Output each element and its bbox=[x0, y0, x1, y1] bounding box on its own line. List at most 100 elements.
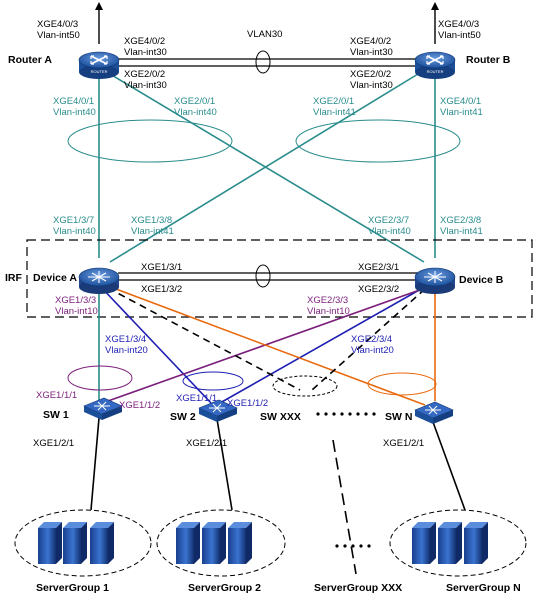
server-group-n-boundary bbox=[389, 509, 527, 577]
server-group-n-label: ServerGroup N bbox=[446, 582, 521, 594]
router-a-label: Router A bbox=[8, 54, 52, 66]
link-deviceB-sw1 bbox=[107, 286, 429, 402]
device-a-down1-vlan: Vlan-int10 bbox=[55, 306, 98, 317]
link-swXXX-groupXXX bbox=[332, 439, 357, 575]
irf-boundary bbox=[26, 239, 533, 318]
device-b-icon bbox=[414, 267, 456, 294]
sw1-down-port: XGE1/2/1 bbox=[33, 438, 74, 449]
router-a-top-port: XGE4/0/2 bbox=[124, 36, 165, 47]
svg-text:ROUTER: ROUTER bbox=[91, 69, 108, 74]
more-switches-dots bbox=[316, 412, 376, 416]
device-b-up1-vlan: Vlan-int40 bbox=[368, 226, 411, 237]
device-b-up2-port: XGE2/3/8 bbox=[440, 215, 481, 226]
vlan10-ring-sw1 bbox=[67, 365, 133, 391]
router-a-icon: ROUTER bbox=[78, 51, 120, 79]
server-group-2-servers bbox=[176, 522, 252, 564]
router-a-uplink-arrow bbox=[95, 2, 103, 10]
device-a-down2-port: XGE1/3/4 bbox=[105, 334, 146, 345]
sw2-down-port: XGE1/2/1 bbox=[186, 438, 227, 449]
router-a-bot-vlan: Vlan-int30 bbox=[124, 80, 167, 91]
router-a-up-port: XGE4/0/3 bbox=[37, 19, 78, 30]
switch-sw2-icon bbox=[198, 399, 238, 422]
router-b-top-vlan: Vlan-int30 bbox=[350, 47, 393, 58]
device-b-label: Device B bbox=[459, 274, 504, 286]
router-b-top-port: XGE4/0/2 bbox=[350, 36, 391, 47]
link-deviceB-swXXX bbox=[311, 288, 426, 391]
router-a-down1-vlan: Vlan-int40 bbox=[53, 107, 96, 118]
device-a-up2-vlan: Vlan-int41 bbox=[131, 226, 174, 237]
server-group-1-label: ServerGroup 1 bbox=[36, 582, 109, 594]
link-deviceA-sw2 bbox=[98, 284, 212, 404]
server-group-1-boundary bbox=[14, 509, 152, 577]
device-b-up2-vlan: Vlan-int41 bbox=[440, 226, 483, 237]
link-routerB-deviceA bbox=[109, 73, 419, 263]
router-aggregation-ring bbox=[255, 50, 271, 74]
sw1-label: SW 1 bbox=[43, 409, 69, 421]
router-b-down1-port: XGE2/0/1 bbox=[313, 96, 354, 107]
sw1-port2: XGE1/1/2 bbox=[119, 400, 160, 411]
device-a-down2-vlan: Vlan-int20 bbox=[105, 345, 148, 356]
router-a-bot-port: XGE2/0/2 bbox=[124, 69, 165, 80]
router-b-down1-vlan: Vlan-int41 bbox=[313, 107, 356, 118]
server-group-xxx-label: ServerGroup XXX bbox=[314, 582, 402, 594]
router-b-label: Router B bbox=[466, 54, 511, 66]
device-a-up1-vlan: Vlan-int40 bbox=[53, 226, 96, 237]
device-a-up1-port: XGE1/3/7 bbox=[53, 215, 94, 226]
link-deviceB-sw2 bbox=[219, 284, 429, 404]
router-b-bot-vlan: Vlan-int30 bbox=[350, 80, 393, 91]
irf-aggregation-ring bbox=[255, 264, 271, 288]
router-a-down2-port: XGE2/0/1 bbox=[174, 96, 215, 107]
swxxx-label: SW XXX bbox=[260, 411, 301, 423]
sw2-port2: XGE1/1/2 bbox=[227, 398, 268, 409]
server-group-2-label: ServerGroup 2 bbox=[188, 582, 261, 594]
device-b-down2-port: XGE2/3/4 bbox=[351, 334, 392, 345]
irf-b-top-port: XGE2/3/1 bbox=[358, 262, 399, 273]
swXXX-ring bbox=[272, 375, 338, 397]
device-a-icon bbox=[78, 267, 120, 294]
switch-swN-icon bbox=[414, 401, 454, 424]
router-b-up-port: XGE4/0/3 bbox=[438, 19, 479, 30]
sw2-label: SW 2 bbox=[170, 411, 196, 423]
server-group-n-servers bbox=[412, 522, 488, 564]
vlan40-ring bbox=[67, 119, 233, 163]
sw1-port1: XGE1/1/1 bbox=[36, 390, 77, 401]
irf-a-top-port: XGE1/3/1 bbox=[141, 262, 182, 273]
server-group-1-servers bbox=[38, 522, 114, 564]
sw2-port1: XGE1/1/1 bbox=[176, 393, 217, 404]
router-a-up-vlan: Vlan-int50 bbox=[37, 30, 80, 41]
link-swN-groupN bbox=[432, 421, 466, 511]
irf-a-bot-port: XGE1/3/2 bbox=[141, 284, 182, 295]
link-deviceA-swXXX bbox=[107, 287, 301, 391]
irf-label: IRF bbox=[5, 272, 23, 284]
svg-text:ROUTER: ROUTER bbox=[427, 69, 444, 74]
router-b-up-vlan: Vlan-int50 bbox=[438, 30, 481, 41]
router-a-down2-vlan: Vlan-int40 bbox=[174, 107, 217, 118]
device-a-down1-port: XGE1/3/3 bbox=[55, 295, 96, 306]
switch-sw1-icon bbox=[83, 397, 123, 420]
router-b-uplink-arrow bbox=[431, 2, 439, 10]
router-a-down1-port: XGE4/0/1 bbox=[53, 96, 94, 107]
swN-ring bbox=[367, 372, 437, 396]
device-b-down2-vlan: Vlan-int20 bbox=[351, 345, 394, 356]
router-b-down2-port: XGE4/0/1 bbox=[440, 96, 481, 107]
vlan41-ring bbox=[295, 119, 461, 163]
vlan30-label: VLAN30 bbox=[247, 29, 282, 40]
device-a-label: Device A bbox=[33, 272, 77, 284]
device-a-up2-port: XGE1/3/8 bbox=[131, 215, 172, 226]
router-b-icon: ROUTER bbox=[414, 51, 456, 79]
server-group-2-boundary bbox=[156, 509, 286, 577]
swn-label: SW N bbox=[385, 411, 412, 423]
link-sw1-group1 bbox=[90, 417, 100, 511]
router-b-down2-vlan: Vlan-int41 bbox=[440, 107, 483, 118]
router-b-bot-port: XGE2/0/2 bbox=[350, 69, 391, 80]
irf-b-bot-port: XGE2/3/2 bbox=[358, 284, 399, 295]
swn-down-port: XGE1/2/1 bbox=[383, 438, 424, 449]
device-b-down1-vlan: Vlan-int10 bbox=[307, 306, 350, 317]
link-sw2-group2 bbox=[216, 418, 233, 511]
device-b-down1-port: XGE2/3/3 bbox=[307, 295, 348, 306]
link-routerA-deviceB bbox=[109, 73, 425, 263]
router-a-top-vlan: Vlan-int30 bbox=[124, 47, 167, 58]
vlan20-ring-sw2 bbox=[182, 371, 244, 391]
